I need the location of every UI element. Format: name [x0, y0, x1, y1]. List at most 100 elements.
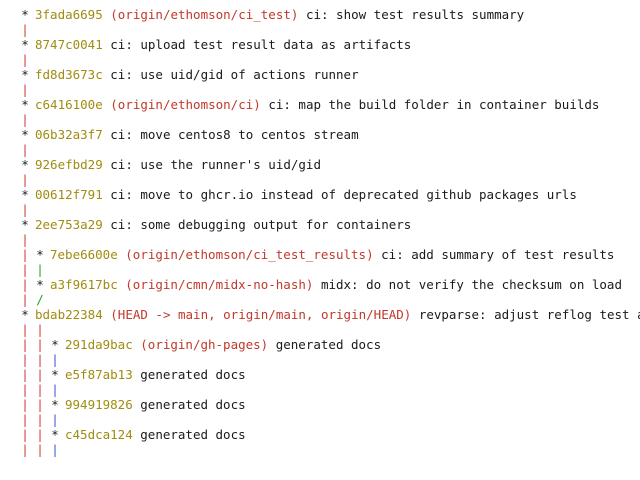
- log-graph-line: |: [0, 142, 640, 157]
- commit-hash[interactable]: a3f9617bc: [50, 277, 118, 292]
- commit-hash[interactable]: 7ebe6600e: [50, 247, 118, 262]
- graph-branch-line: |: [51, 382, 59, 397]
- graph-branch-line: |: [21, 292, 29, 307]
- log-commit-line: *c6416100e (origin/ethomson/ci) ci: map …: [0, 97, 640, 112]
- commit-hash[interactable]: bdab22384: [35, 307, 103, 322]
- commit-subject: ci: move to ghcr.io instead of deprecate…: [110, 187, 577, 202]
- log-graph-line: ||: [0, 262, 640, 277]
- commit-subject: ci: show test results summary: [305, 7, 525, 22]
- graph-branch-line: |: [21, 232, 29, 247]
- commit-hash[interactable]: 8747c0041: [35, 37, 103, 52]
- commit-hash[interactable]: 926efbd29: [35, 157, 103, 172]
- graph-branch-line: |: [21, 427, 29, 442]
- log-commit-line: * 00612f791 ci: move to ghcr.io instead o…: [0, 187, 640, 202]
- log-graph-line: | | |: [0, 412, 640, 427]
- graph-branch-line: |: [51, 442, 59, 457]
- graph-branch-line: |: [21, 322, 29, 337]
- commit-hash[interactable]: c45dca124: [65, 427, 133, 442]
- commit-subject: generated docs: [140, 367, 246, 382]
- log-commit-line: *8747c0041 ci: upload test result data a…: [0, 37, 640, 52]
- log-commit-line: ||*e5f87ab13 generated docs: [0, 367, 640, 382]
- commit-subject: ci: upload test result data as artifacts: [110, 37, 412, 52]
- graph-branch-line: |: [21, 112, 29, 127]
- graph-branch-line: |: [21, 52, 29, 67]
- commit-message: 7ebe6600e (origin/ethomson/ci_test_resul…: [50, 247, 614, 262]
- graph-branch-line: |: [51, 352, 59, 367]
- log-commit-line: *926efbd29 ci: use the runner's uid/gid: [0, 157, 640, 172]
- commit-hash[interactable]: 06b32a3f7: [35, 127, 103, 142]
- commit-refs: (origin/cmn/midx-no-hash): [125, 277, 314, 292]
- graph-branch-line: |: [36, 352, 44, 367]
- graph-commit-node: *: [51, 397, 59, 412]
- commit-hash[interactable]: 291da9bac: [65, 337, 133, 352]
- terminal-git-log-graph: * 3fada6695 (origin/ethomson/ci_test) ci:…: [0, 7, 640, 477]
- commit-hash[interactable]: 2ee753a29: [35, 217, 103, 232]
- commit-hash[interactable]: 3fada6695: [35, 7, 103, 22]
- commit-refs: (origin/ethomson/ci_test): [110, 7, 299, 22]
- log-graph-line: |: [0, 52, 640, 67]
- commit-message: 8747c0041 ci: upload test result data as…: [35, 37, 411, 52]
- commit-message: 3fada6695 (origin/ethomson/ci_test) ci: …: [35, 7, 524, 22]
- log-graph-line: |: [0, 202, 640, 217]
- log-commit-line: |*7ebe6600e (origin/ethomson/ci_test_res…: [0, 247, 640, 262]
- log-graph-line: |||: [0, 382, 640, 397]
- commit-message: 2ee753a29 ci: some debugging output for …: [35, 217, 411, 232]
- log-graph-line: |/: [0, 292, 640, 307]
- commit-message: 00612f791 ci: move to ghcr.io instead of…: [35, 187, 577, 202]
- commit-hash[interactable]: fd8d3673c: [35, 67, 103, 82]
- commit-message: 291da9bac (origin/gh-pages) generated do…: [65, 337, 381, 352]
- commit-hash[interactable]: e5f87ab13: [65, 367, 133, 382]
- graph-commit-node: *: [21, 217, 29, 232]
- log-commit-line: | | * c45dca124 generated docs: [0, 427, 640, 442]
- log-commit-line: * 2ee753a29 ci: some debugging output for…: [0, 217, 640, 232]
- commit-subject: revparse: adjust reflog test as well: [418, 307, 640, 322]
- graph-branch-line: |: [36, 382, 44, 397]
- graph-branch-line: |: [21, 397, 29, 412]
- graph-commit-node: *: [21, 97, 29, 112]
- log-commit-line: * 3fada6695 (origin/ethomson/ci_test) ci:…: [0, 7, 640, 22]
- graph-branch-line: |: [21, 412, 29, 427]
- commit-hash[interactable]: 00612f791: [35, 187, 103, 202]
- graph-branch-line: |: [36, 262, 44, 277]
- commit-subject: generated docs: [275, 337, 382, 352]
- log-graph-line: |: [0, 82, 640, 97]
- log-graph-line: |||: [0, 442, 640, 457]
- graph-branch-line: |: [21, 367, 29, 382]
- graph-commit-node: *: [21, 127, 29, 142]
- commit-message: fd8d3673c ci: use uid/gid of actions run…: [35, 67, 359, 82]
- graph-branch-line: |: [21, 262, 29, 277]
- commit-subject: ci: add summary of test results: [381, 247, 615, 262]
- graph-commit-node: *: [21, 7, 29, 22]
- commit-refs: (origin/ethomson/ci_test_results): [125, 247, 374, 262]
- commit-message: 06b32a3f7 ci: move centos8 to centos str…: [35, 127, 359, 142]
- commit-message: a3f9617bc (origin/cmn/midx-no-hash) midx…: [50, 277, 622, 292]
- graph-commit-node: *: [36, 277, 44, 292]
- graph-commit-node: *: [21, 157, 29, 172]
- graph-branch-line: |: [36, 442, 44, 457]
- log-commit-line: ||*291da9bac (origin/gh-pages) generated…: [0, 337, 640, 352]
- commit-message: c45dca124 generated docs: [65, 427, 246, 442]
- log-graph-line: ||: [0, 322, 640, 337]
- graph-commit-node: *: [21, 187, 29, 202]
- graph-branch-line: |: [21, 352, 29, 367]
- commit-hash[interactable]: 994919826: [65, 397, 133, 412]
- graph-commit-node: *: [51, 367, 59, 382]
- graph-commit-node: *: [51, 427, 59, 442]
- graph-branch-line: |: [36, 397, 44, 412]
- graph-branch-line: |: [51, 412, 59, 427]
- log-commit-line: * fd8d3673c ci: use uid/gid of actions ru…: [0, 67, 640, 82]
- graph-branch-line: |: [36, 427, 44, 442]
- commit-refs: (HEAD -> main, origin/main, origin/HEAD): [110, 307, 412, 322]
- graph-commit-node: *: [21, 307, 29, 322]
- graph-branch-line: |: [21, 22, 29, 37]
- log-graph-line: |: [0, 22, 640, 37]
- commit-hash[interactable]: c6416100e: [35, 97, 103, 112]
- log-commit-line: ||*994919826 generated docs: [0, 397, 640, 412]
- graph-commit-node: *: [21, 67, 29, 82]
- graph-branch-line: |: [21, 277, 29, 292]
- log-commit-line: * bdab22384 (HEAD -> main, origin/main, o…: [0, 307, 640, 322]
- graph-branch-line: |: [36, 412, 44, 427]
- graph-branch-line: |: [21, 82, 29, 97]
- log-graph-line: | | |: [0, 352, 640, 367]
- graph-branch-line: |: [21, 247, 29, 262]
